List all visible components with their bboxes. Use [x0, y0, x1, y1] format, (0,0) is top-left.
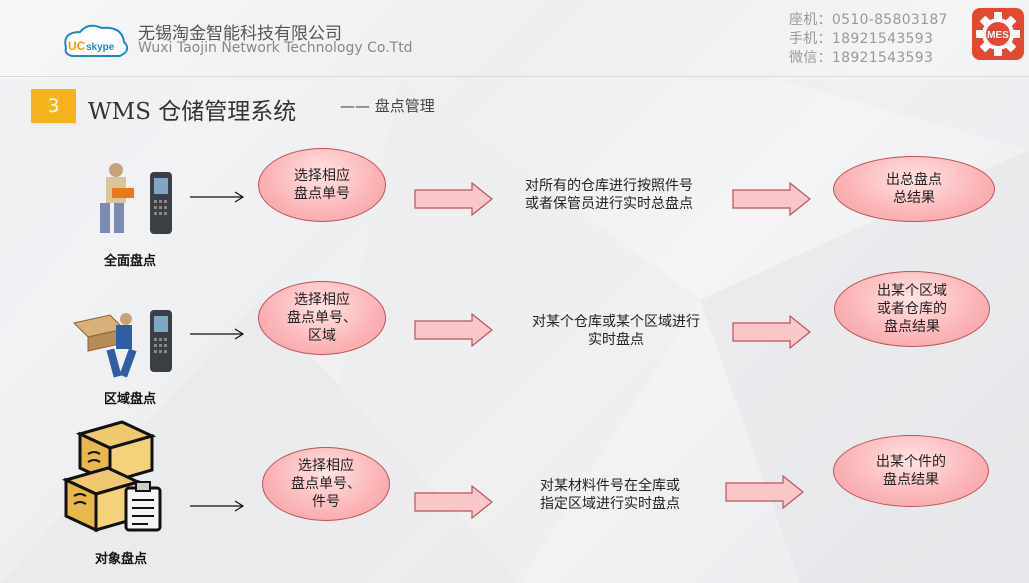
block-arrow-icon	[414, 485, 493, 519]
header-divider	[0, 76, 1029, 77]
block-arrow-icon	[732, 182, 811, 216]
block-arrow-icon	[732, 315, 811, 349]
thin-arrow-icon	[190, 500, 245, 512]
caption-object-inventory: 对象盘点	[95, 552, 148, 567]
step1-select-order-full: 选择相应 盘点单号	[258, 148, 386, 222]
mobile-number: 手机：18921543593	[789, 31, 934, 47]
block-arrow-icon	[414, 182, 493, 216]
svg-text:UC: UC	[68, 39, 86, 53]
step2-description: 对某个仓库或某个区域进行 实时盘点	[532, 314, 700, 348]
result-label: 出总盘点 总结果	[886, 172, 942, 206]
step1-select-order-object: 选择相应 盘点单号、 件号	[262, 447, 390, 521]
step2-description: 对所有的仓库进行按照件号 或者保管员进行实时总盘点	[525, 178, 693, 212]
svg-text:skype: skype	[86, 42, 115, 53]
step1-label: 选择相应 盘点单号、 区域	[287, 292, 357, 344]
company-name-cn: 无锡淘金智能科技有限公司	[138, 24, 342, 44]
section-subtitle: —— 盘点管理	[340, 97, 435, 115]
result-label: 出某个区域 或者仓库的 盘点结果	[877, 283, 947, 335]
caption-full-inventory: 全面盘点	[104, 254, 157, 269]
section-title: WMS 仓储管理系统	[88, 99, 297, 125]
worker-with-scanner-illustration	[100, 163, 172, 234]
thin-arrow-icon	[190, 191, 245, 203]
worker-carrying-boxes-illustration	[73, 310, 172, 378]
block-arrow-icon	[414, 313, 493, 347]
step1-label: 选择相应 盘点单号、 件号	[291, 458, 361, 510]
step1-select-order-area: 选择相应 盘点单号、 区域	[258, 281, 386, 355]
result-object-inventory: 出某个件的 盘点结果	[833, 435, 989, 507]
mes-badge-text: MES	[987, 30, 1009, 41]
wechat-number: 微信：18921543593	[789, 50, 934, 66]
mes-gear-icon: MES	[972, 8, 1024, 60]
result-total-inventory: 出总盘点 总结果	[833, 156, 995, 222]
result-area-inventory: 出某个区域 或者仓库的 盘点结果	[834, 271, 990, 347]
phone-number: 座机：0510-85803187	[789, 12, 948, 28]
boxes-clipboard-illustration	[62, 420, 162, 533]
section-number: 3	[31, 89, 76, 123]
step1-label: 选择相应 盘点单号	[294, 168, 350, 202]
step2-description: 对某材料件号在全库或 指定区域进行实时盘点	[540, 478, 680, 512]
company-logo: UC skype	[64, 24, 129, 57]
caption-area-inventory: 区域盘点	[104, 392, 157, 407]
company-name-en: Wuxi Taojin Network Technology Co.Ttd	[138, 40, 413, 56]
result-label: 出某个件的 盘点结果	[876, 454, 946, 488]
block-arrow-icon	[725, 475, 804, 509]
thin-arrow-icon	[190, 328, 245, 340]
